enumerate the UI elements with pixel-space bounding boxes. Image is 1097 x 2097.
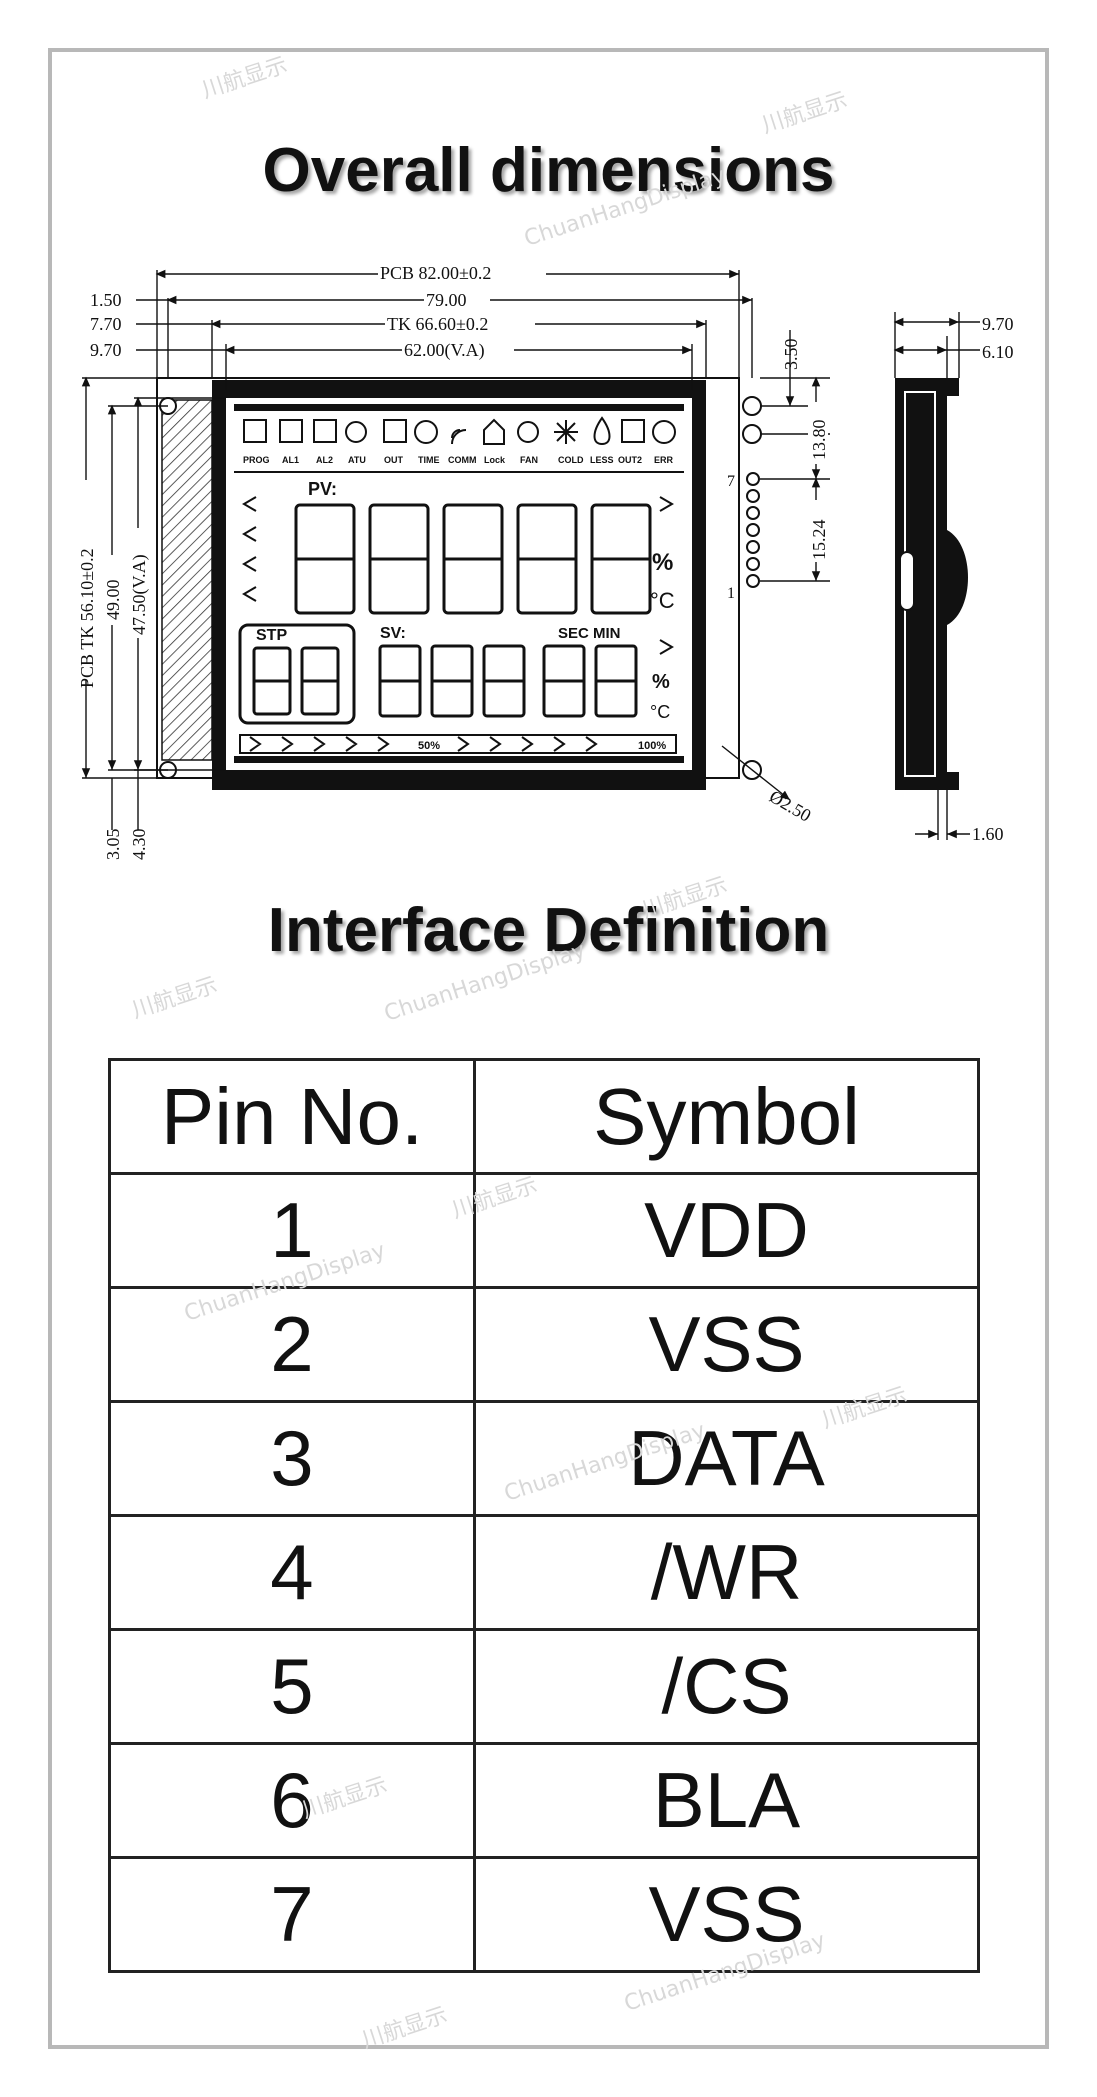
dim-tk-width: TK 66.60±0.2 bbox=[387, 314, 488, 334]
svg-text:ERR: ERR bbox=[654, 455, 674, 465]
svg-text:OUT: OUT bbox=[384, 455, 404, 465]
mount-hole bbox=[742, 424, 762, 444]
pin1-label: 1 bbox=[727, 585, 735, 602]
lcd-sv-label: SV: bbox=[380, 625, 406, 642]
svg-text:100%: 100% bbox=[638, 740, 666, 752]
dim-pcb-height: PCB TK 56.10±0.2 bbox=[77, 548, 97, 688]
lcd-sec-min: SEC MIN bbox=[558, 625, 621, 642]
svg-text:50%: 50% bbox=[418, 740, 440, 752]
side-view bbox=[895, 378, 968, 790]
lcd-percent: % bbox=[652, 549, 673, 576]
table-row: 3 DATA bbox=[108, 1400, 980, 1517]
interface-table: Pin No. Symbol 1 VDD 2 VSS 3 DATA 4 /WR … bbox=[108, 1058, 980, 1973]
pin-symbol: /WR bbox=[473, 1514, 980, 1631]
pin-symbol: VSS bbox=[473, 1286, 980, 1403]
svg-text:TIME: TIME bbox=[418, 455, 440, 465]
dim-pcb-width: PCB 82.00±0.2 bbox=[380, 263, 491, 283]
pin-symbol: /CS bbox=[473, 1628, 980, 1745]
table-header-row: Pin No. Symbol bbox=[108, 1058, 980, 1175]
lcd-celsius: °C bbox=[650, 588, 675, 613]
lcd-sv-digits bbox=[378, 644, 638, 718]
dim-150: 1.50 bbox=[90, 290, 122, 310]
svg-text:AL1: AL1 bbox=[282, 455, 299, 465]
table-row: 1 VDD bbox=[108, 1172, 980, 1289]
interface-definition-heading: Interface Definition bbox=[267, 896, 830, 965]
lcd-stp-box bbox=[238, 623, 356, 725]
pin-number: 5 bbox=[108, 1628, 476, 1745]
pin-number: 4 bbox=[108, 1514, 476, 1631]
header-pin-no: Pin No. bbox=[108, 1058, 476, 1175]
pin-symbol: VSS bbox=[473, 1856, 980, 1973]
svg-text:Lock: Lock bbox=[484, 455, 506, 465]
dim-side-970: 9.70 bbox=[982, 314, 1014, 334]
svg-text:FAN: FAN bbox=[520, 455, 538, 465]
dim-va-width: 62.00(V.A) bbox=[404, 340, 485, 361]
table-row: 2 VSS bbox=[108, 1286, 980, 1403]
pin-number: 7 bbox=[108, 1856, 476, 1973]
pin-number: 2 bbox=[108, 1286, 476, 1403]
pin-number: 1 bbox=[108, 1172, 476, 1289]
dim-970: 9.70 bbox=[90, 340, 122, 360]
table-row: 7 VSS bbox=[108, 1856, 980, 1973]
lcd-pv-digits bbox=[294, 503, 652, 615]
pin-symbol: BLA bbox=[473, 1742, 980, 1859]
pin7-label: 7 bbox=[727, 473, 735, 490]
pin-symbol: VDD bbox=[473, 1172, 980, 1289]
header-symbol: Symbol bbox=[473, 1058, 980, 1175]
table-row: 6 BLA bbox=[108, 1742, 980, 1859]
dim-side-610: 6.10 bbox=[982, 342, 1014, 362]
svg-text:%: % bbox=[652, 671, 670, 693]
svg-text:COLD: COLD bbox=[558, 455, 584, 465]
table-row: 5 /CS bbox=[108, 1628, 980, 1745]
lcd-viewing-area bbox=[226, 398, 692, 770]
svg-text:ATU: ATU bbox=[348, 455, 366, 465]
overall-dimensions-heading: Overall dimensions bbox=[262, 136, 835, 205]
connector-pins bbox=[746, 472, 760, 588]
dim-hole: Ø2.50 bbox=[766, 786, 815, 826]
table-row: 4 /WR bbox=[108, 1514, 980, 1631]
pin-number: 6 bbox=[108, 1742, 476, 1859]
dim-side-160: 1.60 bbox=[972, 824, 1004, 844]
pin-number: 3 bbox=[108, 1400, 476, 1517]
dim-770: 7.70 bbox=[90, 314, 122, 334]
lcd-stp-label: STP bbox=[256, 627, 287, 644]
svg-text:LESS: LESS bbox=[590, 455, 614, 465]
lcd-icon-row bbox=[243, 416, 676, 446]
dim-430: 4.30 bbox=[129, 829, 149, 861]
pin-symbol: DATA bbox=[473, 1400, 980, 1517]
mount-hole bbox=[742, 396, 762, 416]
svg-text:AL2: AL2 bbox=[316, 455, 333, 465]
svg-text:OUT2: OUT2 bbox=[618, 455, 642, 465]
svg-text:COMM: COMM bbox=[448, 455, 477, 465]
dim-1380: 13.80 bbox=[809, 420, 829, 461]
dim-1524: 15.24 bbox=[809, 520, 829, 561]
dim-350: 3.50 bbox=[781, 339, 801, 371]
dim-va-height: 47.50(V.A) bbox=[129, 554, 150, 635]
dim-79: 79.00 bbox=[426, 290, 467, 310]
flex-hatch bbox=[161, 399, 213, 761]
dim-4900: 49.00 bbox=[103, 580, 123, 621]
dim-305: 3.05 bbox=[103, 829, 123, 861]
lcd-progress-bar bbox=[239, 734, 677, 754]
lcd-pv-label: PV: bbox=[308, 479, 337, 499]
lcd-icon-labels: PROG bbox=[243, 455, 270, 465]
svg-text:°C: °C bbox=[650, 702, 670, 722]
